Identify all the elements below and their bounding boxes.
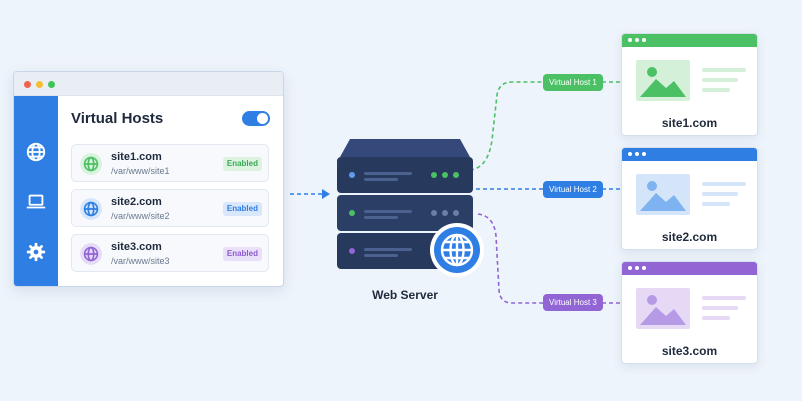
globe-icon[interactable] <box>25 141 47 163</box>
text-placeholder <box>702 306 738 310</box>
text-placeholder <box>702 296 746 300</box>
image-icon <box>636 288 690 329</box>
laptop-icon[interactable] <box>25 191 47 213</box>
site-row-site1[interactable]: site1.com /var/www/site1 Enabled <box>71 144 269 182</box>
site-name: site2.com <box>111 196 162 208</box>
globe-icon <box>80 243 102 265</box>
globe-icon <box>430 223 484 277</box>
virtual-hosts-toggle[interactable] <box>242 111 270 126</box>
text-placeholder <box>702 182 746 186</box>
website-name: site1.com <box>661 116 718 130</box>
site-name: site1.com <box>111 151 162 163</box>
server-label: Web Server <box>372 288 438 302</box>
site-path: /var/www/site2 <box>111 211 170 221</box>
website-window-site1[interactable]: site1.com <box>621 33 758 136</box>
toggle-knob <box>257 113 268 124</box>
status-badge: Enabled <box>222 157 262 171</box>
image-icon <box>636 174 690 215</box>
vhost-pill-2[interactable]: Virtual Host 2 <box>543 181 603 198</box>
globe-icon <box>80 153 102 175</box>
connector-server-to-vhost1 <box>469 81 544 171</box>
server-icon <box>337 139 484 277</box>
gear-icon[interactable] <box>25 241 47 263</box>
panel-title: Virtual Hosts <box>71 110 164 127</box>
virtual-hosts-panel: Virtual Hosts site1.com /var/www/site1 E… <box>13 71 284 287</box>
status-badge: Enabled <box>222 247 262 261</box>
site-row-site3[interactable]: site3.com /var/www/site3 Enabled <box>71 234 269 272</box>
panel-sidebar <box>14 96 58 286</box>
window-titlebar <box>14 72 283 96</box>
vhost-pill-1[interactable]: Virtual Host 1 <box>543 74 603 91</box>
text-placeholder <box>702 202 730 206</box>
text-placeholder <box>702 192 738 196</box>
image-icon <box>636 60 690 101</box>
text-placeholder <box>702 88 730 92</box>
status-badge: Enabled <box>222 202 262 216</box>
text-placeholder <box>702 78 738 82</box>
site-row-site2[interactable]: site2.com /var/www/site2 Enabled <box>71 189 269 227</box>
connector-server-to-vhost3 <box>477 213 544 304</box>
site-path: /var/www/site1 <box>111 166 170 176</box>
window-titlebar <box>622 148 757 161</box>
web-server <box>330 137 485 282</box>
website-name: site3.com <box>661 344 718 358</box>
site-name: site3.com <box>111 241 162 253</box>
window-close-dot[interactable] <box>24 81 31 88</box>
arrow-head-icon <box>322 189 330 199</box>
website-window-site3[interactable]: site3.com <box>621 261 758 364</box>
window-minimize-dot[interactable] <box>36 81 43 88</box>
text-placeholder <box>702 316 730 320</box>
window-titlebar <box>622 262 757 275</box>
site-path: /var/www/site3 <box>111 256 170 266</box>
website-name: site2.com <box>661 230 718 244</box>
vhost-pill-3[interactable]: Virtual Host 3 <box>543 294 603 311</box>
website-window-site2[interactable]: site2.com <box>621 147 758 250</box>
window-maximize-dot[interactable] <box>48 81 55 88</box>
globe-icon <box>80 198 102 220</box>
window-titlebar <box>622 34 757 47</box>
text-placeholder <box>702 68 746 72</box>
